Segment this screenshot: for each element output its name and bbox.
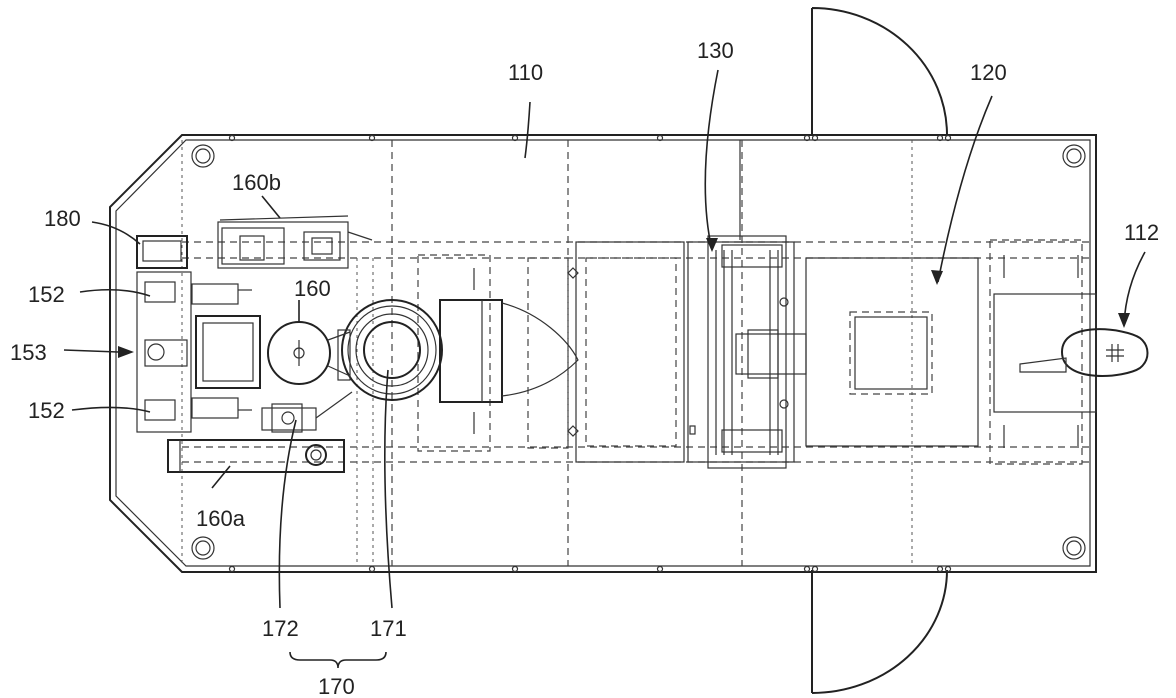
label-130: 130	[697, 38, 734, 63]
hull-outline	[109, 134, 1097, 573]
stern-area	[989, 239, 1149, 465]
battery-bay	[136, 271, 252, 433]
label-153: 153	[10, 340, 47, 365]
hull-inner-outline	[115, 139, 1091, 567]
dashed-frame	[181, 140, 1090, 566]
label-120: 120	[970, 60, 1007, 85]
label-160b: 160b	[232, 170, 281, 195]
tank-unit	[337, 299, 579, 403]
label-160a: 160a	[196, 506, 246, 531]
engine-unit	[195, 315, 351, 389]
control-box	[136, 235, 188, 269]
label-152-bottom: 152	[28, 398, 65, 423]
fuel-tank	[167, 439, 345, 473]
label-170: 170	[318, 674, 355, 698]
label-112: 112	[1124, 220, 1159, 245]
label-160: 160	[294, 276, 331, 301]
label-152-top: 152	[28, 282, 65, 307]
lower-flap	[811, 569, 948, 694]
upper-flap	[811, 7, 948, 136]
edge-rivets	[228, 134, 952, 573]
label-180: 180	[44, 206, 81, 231]
corner-bolts	[191, 144, 1086, 560]
leader-lines	[63, 69, 1146, 669]
panel-group	[417, 241, 696, 463]
pump-unit	[261, 391, 353, 433]
hatch-area	[805, 257, 979, 447]
conveyor-unit	[687, 140, 807, 469]
label-171: 171	[370, 616, 407, 641]
label-110: 110	[508, 60, 543, 85]
generator-unit	[217, 215, 373, 269]
label-172: 172	[262, 616, 299, 641]
